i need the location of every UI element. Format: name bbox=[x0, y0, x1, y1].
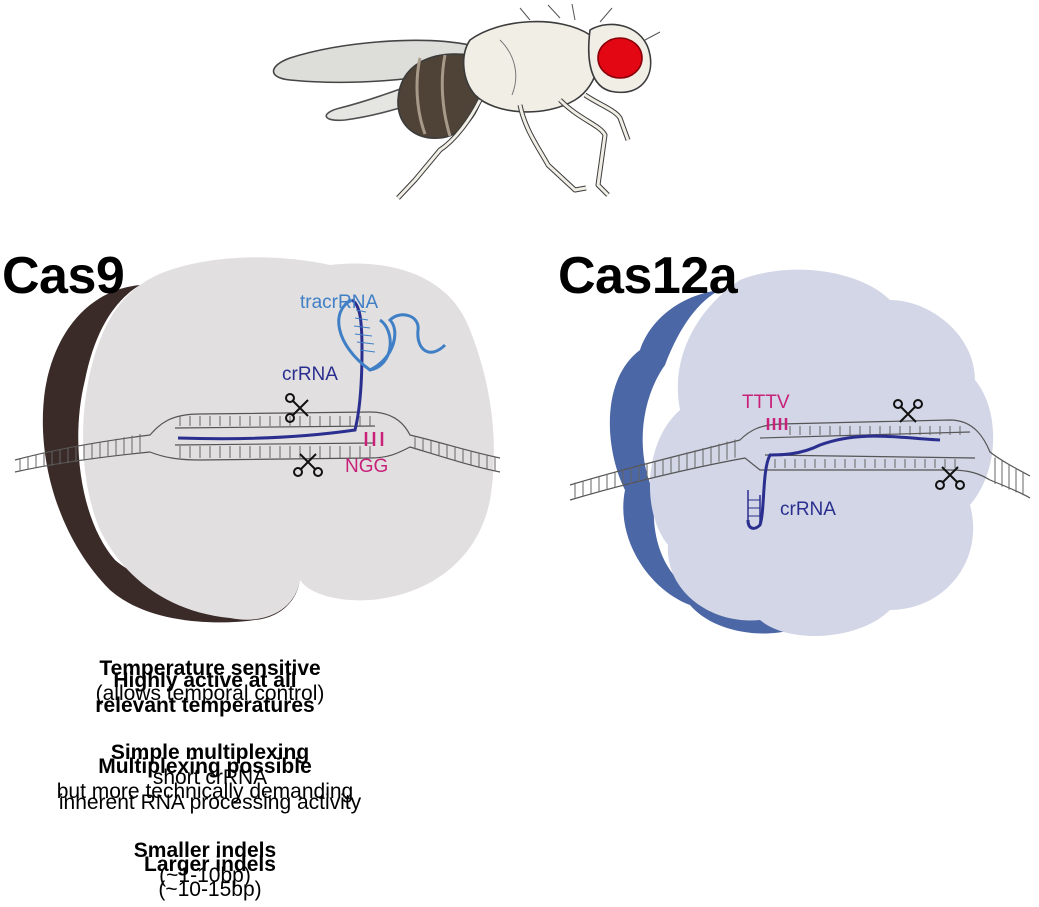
cas12a-feature-multiplexing: Simple multiplexing short crRNA inherent… bbox=[0, 740, 420, 815]
cas9-feature-indels: Smaller indels (~1-10bp) bbox=[0, 838, 410, 888]
cas9-pam-label: NGG bbox=[345, 456, 388, 477]
cas9-temperature-heading: Highly active at all bbox=[113, 669, 297, 692]
cas9-crrna-label: crRNA bbox=[282, 364, 338, 385]
cas12a-crrna-label: crRNA bbox=[780, 499, 836, 520]
cas9-scissors-top-icon bbox=[285, 393, 309, 423]
cas12a-dna-rungs bbox=[574, 426, 1024, 498]
cas12a-protein-body bbox=[649, 269, 994, 637]
cas9-pam-marks bbox=[364, 432, 384, 446]
cas9-multiplexing-heading: Multiplexing possible bbox=[98, 755, 312, 778]
cas12a-scissors-bottom-icon bbox=[935, 466, 965, 490]
cas12a-feature-temperature: Temperature sensitive (allows temporal c… bbox=[0, 656, 420, 706]
cas9-title: Cas9 bbox=[2, 247, 125, 305]
cas12a-hairpin-rungs bbox=[748, 499, 760, 517]
cas12a-temperature-detail: (allows temporal control) bbox=[95, 682, 325, 705]
cas12a-dna bbox=[569, 419, 1031, 501]
cas12a-indels-heading: Larger indels bbox=[144, 853, 276, 876]
cas12a-multiplexing-heading: Simple multiplexing bbox=[110, 741, 310, 764]
drosophila-fly-illustration bbox=[272, 3, 661, 200]
cas12a-indels-detail: (~10-15bp) bbox=[158, 878, 262, 901]
cas12a-temperature-heading: Temperature sensitive bbox=[99, 657, 321, 680]
cas9-indels-detail: (~1-10bp) bbox=[159, 864, 251, 887]
cas9-indels-heading: Smaller indels bbox=[133, 839, 277, 862]
cas12a-multiplexing-detail-2: inherent RNA processing activity bbox=[58, 791, 362, 814]
cas12a-feature-indels: Larger indels (~10-15bp) bbox=[0, 852, 420, 902]
cas9-tracrrna-label: tracrRNA bbox=[300, 292, 378, 313]
cas9-hairpin-rungs bbox=[353, 309, 376, 353]
cas9-dna-rungs bbox=[19, 416, 496, 471]
cas12a-pam-marks bbox=[766, 418, 788, 430]
cas9-feature-multiplexing: Multiplexing possible but more technical… bbox=[0, 754, 410, 804]
cas9-temperature-heading-2: relevant temperatures bbox=[95, 694, 315, 717]
cas9-protein-body bbox=[83, 257, 494, 620]
cas9-scissors-bottom-icon bbox=[293, 453, 323, 477]
cas12a-multiplexing-detail: short crRNA bbox=[152, 766, 268, 789]
cas12a-pam-label: TTTV bbox=[742, 392, 790, 413]
cas9-multiplexing-detail: but more technically demanding bbox=[56, 780, 354, 803]
cas9-feature-temperature: Highly active at all relevant temperatur… bbox=[0, 668, 410, 718]
cas12a-crrna-strand bbox=[746, 434, 941, 530]
cas9-tracrrna-strand bbox=[337, 298, 447, 372]
cas9-dna bbox=[14, 411, 501, 473]
cas9-protein bbox=[42, 257, 494, 623]
cas12a-protein bbox=[609, 269, 994, 637]
cas12a-scissors-top-icon bbox=[893, 399, 923, 423]
cas12a-title: Cas12a bbox=[558, 247, 738, 305]
cas9-crrna-strand bbox=[177, 298, 364, 441]
